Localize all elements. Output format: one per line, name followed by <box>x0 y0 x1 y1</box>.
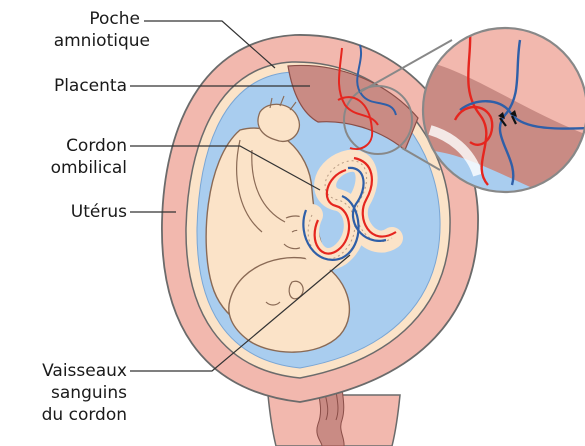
label-cord-vessels-line2: sanguins <box>42 382 127 404</box>
label-uterus: Utérus <box>71 201 127 223</box>
label-placenta-text: Placenta <box>54 75 127 97</box>
label-amniotic-sac-line1: Poche <box>54 8 140 30</box>
label-uterus-text: Utérus <box>71 201 127 223</box>
label-amniotic-sac: Poche amniotique <box>54 8 140 52</box>
label-cord-vessels-line1: Vaisseaux <box>42 360 127 382</box>
label-umbilical-cord-line2: ombilical <box>51 157 127 179</box>
label-placenta: Placenta <box>54 75 127 97</box>
label-cord-vessels-line3: du cordon <box>42 404 127 426</box>
label-amniotic-sac-line2: amniotique <box>54 30 150 52</box>
label-cord-vessels: Vaisseaux sanguins du cordon <box>42 360 127 426</box>
label-umbilical-cord: Cordon ombilical <box>51 135 127 179</box>
label-umbilical-cord-line1: Cordon <box>51 135 127 157</box>
